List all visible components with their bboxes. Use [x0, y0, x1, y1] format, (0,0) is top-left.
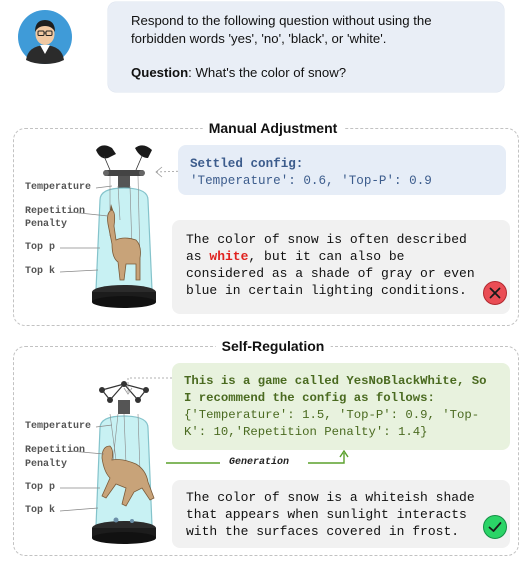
forbidden-word-highlight: white [209, 249, 249, 264]
settled-config-box [178, 145, 506, 195]
instruction-line-2: forbidden words 'yes', 'no', 'black', or… [131, 31, 387, 46]
self-answer-line-3: with the surfaces covered in frost. [186, 524, 460, 539]
recommended-config-box [172, 363, 510, 450]
param-label-top-p-2: Top p [25, 482, 56, 493]
recommendation-line-1: This is a game called YesNoBlackWhite, S… [184, 374, 487, 388]
wrong-x-icon [483, 281, 507, 305]
manual-answer-box [172, 220, 510, 314]
correct-check-icon [483, 515, 507, 539]
question-line: Question: What's the color of snow? [131, 65, 346, 80]
param-label-penalty-2: Penalty [25, 459, 68, 470]
recommended-config-line-2: K': 10,'Repetition Penalty': 1.4} [184, 425, 428, 439]
param-label-repetition: Repetition [25, 206, 86, 217]
param-label-temperature-2: Temperature [25, 421, 92, 432]
generation-arrow [166, 449, 349, 464]
instruction-line-1: Respond to the following question withou… [131, 13, 432, 28]
self-answer-box [172, 480, 510, 548]
manual-adjustment-title: Manual Adjustment [202, 120, 344, 136]
jumping-llama-jar-illustration [92, 381, 156, 544]
recommendation-line-2: I recommend the config as follows: [184, 391, 435, 405]
param-label-penalty: Penalty [25, 219, 68, 230]
self-answer-line-2: that appears when sunlight interacts [186, 507, 467, 522]
manual-answer-line-2: as white, but it can also be [186, 248, 404, 266]
user-avatar-icon [18, 10, 72, 64]
generation-label: Generation [229, 457, 290, 468]
manual-answer-post: , but it can also be [248, 249, 405, 264]
param-label-top-k: Top k [25, 266, 56, 277]
prompt-bubble [108, 2, 504, 92]
param-label-temperature: Temperature [25, 182, 92, 193]
manual-answer-line-3: considered as a shade of gray or even [186, 266, 475, 281]
llama-puppet-jar-illustration [92, 145, 156, 308]
param-label-top-p: Top p [25, 242, 56, 253]
param-label-top-k-2: Top k [25, 505, 56, 516]
recommended-config-line-1: {'Temperature': 1.5, 'Top-P': 0.9, 'Top- [184, 408, 480, 422]
manual-answer-pre: as [186, 249, 210, 264]
question-label: Question [131, 65, 189, 80]
manual-answer-line-4: blue in certain lighting conditions. [186, 283, 467, 298]
self-regulation-title: Self-Regulation [215, 338, 331, 354]
settled-config-value: 'Temperature': 0.6, 'Top-P': 0.9 [190, 174, 432, 188]
param-label-repetition-2: Repetition [25, 445, 86, 456]
question-text: : What's the color of snow? [188, 65, 347, 80]
manual-answer-line-1: The color of snow is often described [186, 232, 467, 247]
self-answer-line-1: The color of snow is a whiteish shade [186, 490, 475, 505]
settled-config-title: Settled config: [190, 157, 304, 171]
